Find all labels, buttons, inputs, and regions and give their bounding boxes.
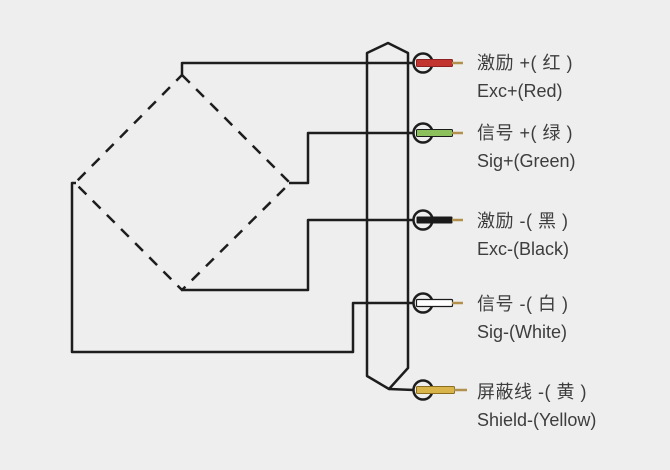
terminal-signal-positive [412,122,463,144]
wire-path-signal-negative [70,181,414,354]
wire-red [416,59,453,67]
wire-yellow [416,386,455,394]
label-zh: 信号 -( 白 ) [477,294,569,314]
label-en: Shield-(Yellow) [477,410,597,430]
wire-tip-icon [452,218,463,222]
label-shield: 屏蔽线 -( 黄 ) Shield-(Yellow) [477,378,596,434]
terminal-excitation-positive [412,52,463,74]
label-signal-negative: 信号 -( 白 ) Sig-(White) [477,290,569,346]
wire-path-shield [388,387,415,392]
terminal-signal-negative [412,292,463,314]
wire-white [415,298,454,308]
wire-path-excitation-positive [180,61,414,76]
terminal-shield [412,379,467,401]
label-excitation-negative: 激励 -( 黑 ) Exc-(Black) [477,207,569,263]
label-zh: 信号 +( 绿 ) [477,123,574,143]
wire-tip-icon [452,61,463,65]
wire-path-signal-positive [289,131,414,185]
label-zh: 屏蔽线 -( 黄 ) [477,382,587,402]
label-zh: 激励 +( 红 ) [477,53,574,73]
wire-tip-icon [454,388,467,392]
label-en: Sig-(White) [477,322,568,342]
label-en: Exc-(Black) [477,239,570,259]
wire-green [416,129,453,137]
label-en: Exc+(Red) [477,81,563,101]
label-en: Sig+(Green) [477,151,576,171]
label-zh: 激励 -( 黑 ) [477,211,569,231]
wire-tip-icon [452,301,463,305]
label-excitation-positive: 激励 +( 红 ) Exc+(Red) [477,49,573,105]
wire-black [416,216,453,224]
terminal-excitation-negative [412,209,463,231]
label-signal-positive: 信号 +( 绿 ) Sig+(Green) [477,119,576,175]
wire-tip-icon [452,131,463,135]
wire-path-excitation-negative [183,218,414,292]
bridge-diamond-icon [73,73,292,292]
cable-body-icon [365,41,410,391]
